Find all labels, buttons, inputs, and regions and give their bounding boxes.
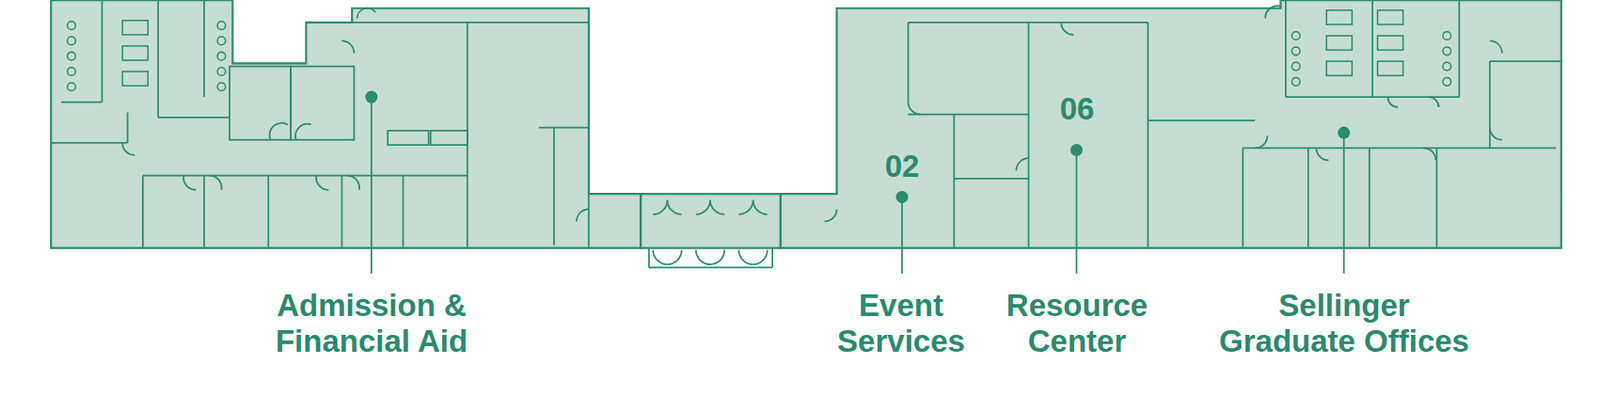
restroom-fixtures: [67, 10, 1452, 92]
area-label: Event Services: [819, 287, 984, 360]
left-wing: [50, 0, 641, 249]
callout-number: 02: [885, 148, 920, 185]
area-label: Resource Center: [981, 287, 1174, 360]
interior-walls: [50, 0, 1562, 268]
area-label: Admission & Financial Aid: [253, 287, 490, 360]
right-wing: [780, 0, 1562, 249]
link-corridor: [640, 193, 781, 248]
leader-lines: [371, 96, 1345, 274]
callout-number: 06: [1060, 91, 1095, 127]
location-dots: [364, 91, 1350, 204]
area-label: Sellinger Graduate Offices: [1212, 287, 1476, 360]
